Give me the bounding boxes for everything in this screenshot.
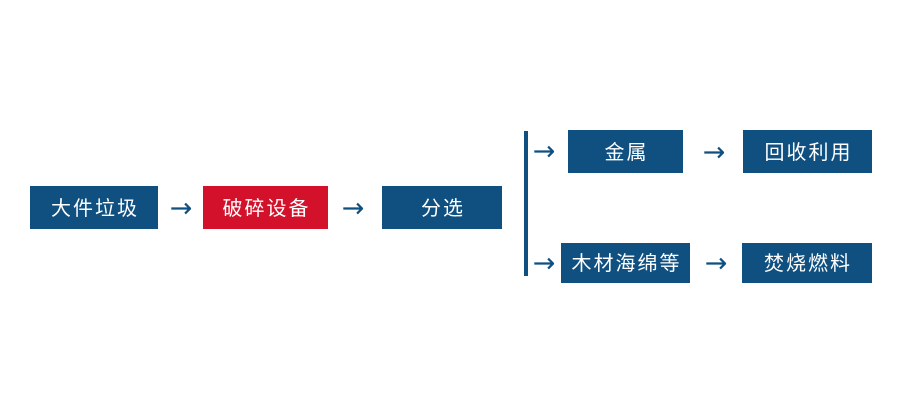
node-metal[interactable]: 金属 [568,130,683,173]
node-crusher-equipment[interactable]: 破碎设备 [203,186,328,229]
arrow-right-icon-branch-metal: → [532,135,556,167]
node-bulky-waste[interactable]: 大件垃圾 [30,186,158,229]
node-wood-sponge[interactable]: 木材海绵等 [561,243,690,283]
arrow-right-icon-branch-wood: → [532,247,556,279]
arrow-right-icon-metal-to-recycle: → [702,136,726,168]
arrow-right-icon-wood-to-fuel: → [704,247,728,279]
branch-connector-line [524,131,528,276]
node-incineration-fuel[interactable]: 焚烧燃料 [742,243,872,283]
arrow-right-icon-crusher-to-sorting: → [341,192,365,224]
node-sorting[interactable]: 分选 [382,186,502,229]
node-recycle-reuse[interactable]: 回收利用 [743,130,872,173]
arrow-right-icon-bulky-to-crusher: → [169,192,193,224]
